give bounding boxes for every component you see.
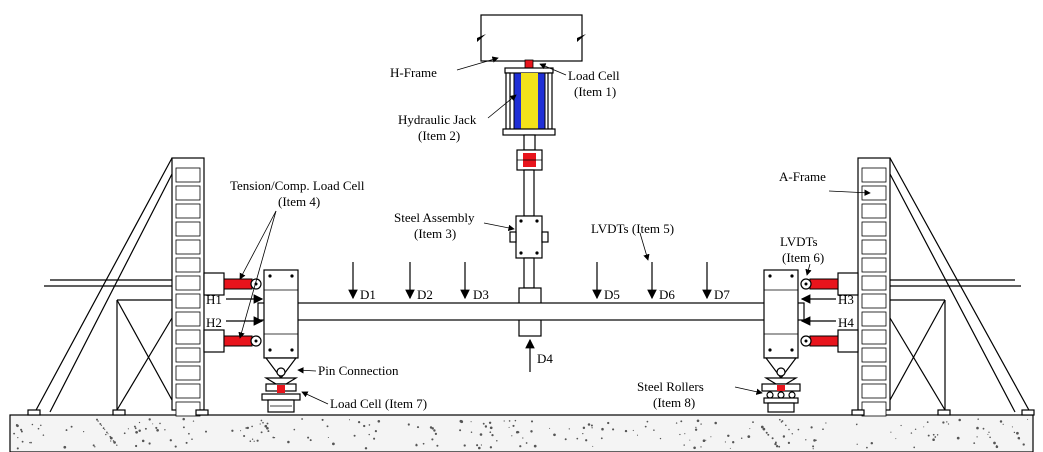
right-support: [761, 269, 859, 413]
load-cell-1-item: (Item 1): [574, 84, 616, 99]
sensor-d6: D6: [659, 287, 675, 302]
sensor-d7: D7: [714, 287, 730, 302]
tension-cell-item: (Item 4): [278, 194, 320, 209]
hydraulic-jack: [502, 72, 556, 171]
right-a-frame: [851, 157, 1035, 417]
steel-assembly: [509, 169, 549, 337]
lvdts-item-6-item: (Item 6): [782, 250, 824, 265]
sensor-d4: D4: [537, 351, 553, 366]
tension-cell-label: Tension/Comp. Load Cell: [230, 178, 365, 193]
left-a-frame: [27, 157, 209, 417]
h-frame-label: H-Frame: [390, 65, 437, 80]
sensor-d2: D2: [417, 287, 433, 302]
steel-rollers-item: (Item 8): [653, 395, 695, 410]
lvdts-item-6-label: LVDTs: [780, 234, 818, 249]
labels: H-Frame Load Cell (Item 1) Hydraulic Jac…: [206, 65, 854, 411]
sensor-d3: D3: [473, 287, 489, 302]
sensor-h1: H1: [206, 292, 222, 307]
sensor-h3: H3: [838, 292, 854, 307]
steel-assembly-label: Steel Assembly: [394, 210, 475, 225]
sensor-d1: D1: [360, 287, 376, 302]
hydraulic-jack-label: Hydraulic Jack: [398, 112, 477, 127]
ground-slab: [9, 414, 1034, 452]
steel-assembly-item: (Item 3): [414, 226, 456, 241]
pin-connection-label: Pin Connection: [318, 363, 399, 378]
left-support: [203, 269, 301, 413]
test-beam: [257, 302, 805, 321]
sensor-h4: H4: [838, 315, 854, 330]
leader-lines: [238, 56, 871, 405]
load-cell-1-label: Load Cell: [568, 68, 620, 83]
steel-rollers-label: Steel Rollers: [637, 379, 704, 394]
a-frame-label: A-Frame: [779, 169, 826, 184]
lvdts-item-5-label: LVDTs (Item 5): [591, 221, 674, 236]
hydraulic-jack-item: (Item 2): [418, 128, 460, 143]
lvdt-arrows: [226, 262, 836, 372]
sensor-h2: H2: [206, 315, 222, 330]
load-cell-7-label: Load Cell (Item 7): [330, 396, 427, 411]
h-frame: [477, 14, 586, 62]
sensor-d5: D5: [604, 287, 620, 302]
